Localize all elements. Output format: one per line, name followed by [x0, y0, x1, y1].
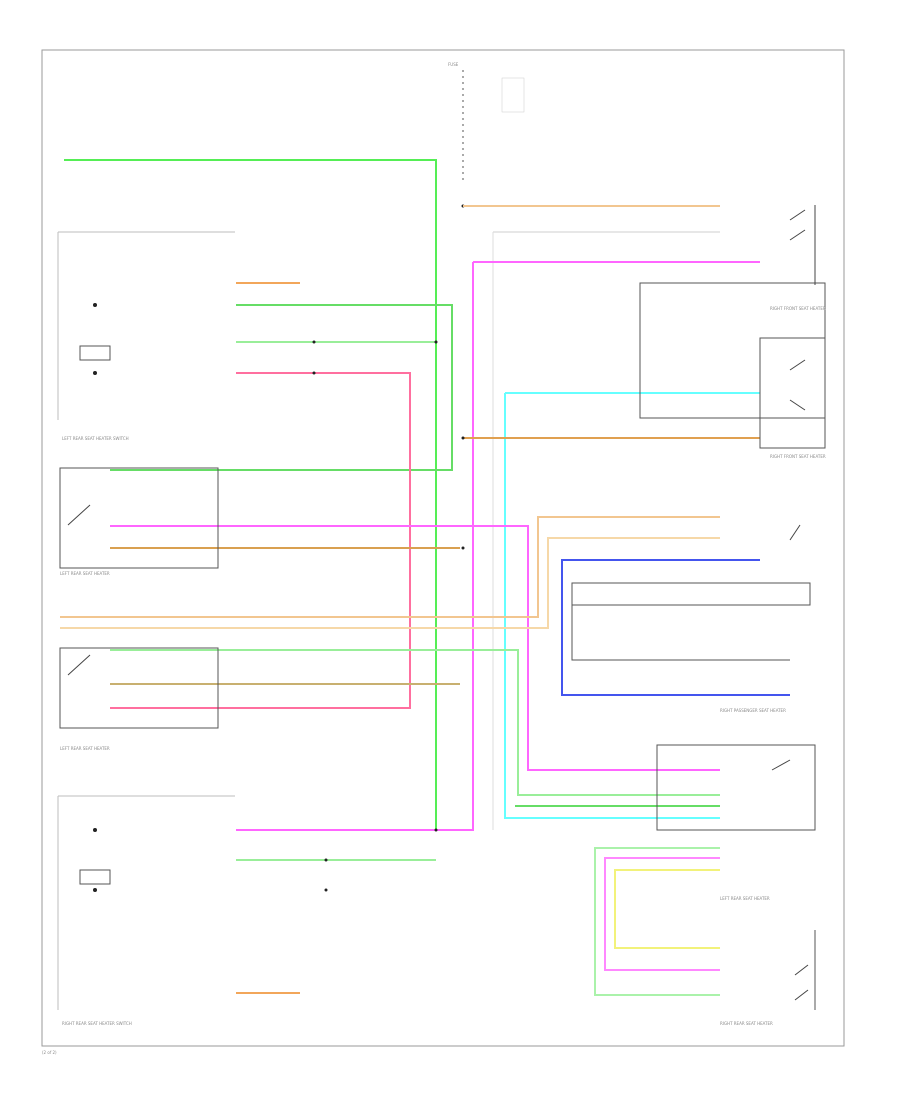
fuse-block: FUSE: [448, 62, 525, 208]
left-rear-seat-heater-bottom-label: LEFT REAR SEAT HEATER: [720, 896, 770, 901]
right-passenger-seat-heater-box: RIGHT PASSENGER SEAT HEATER: [571, 524, 811, 713]
left-rear-seat-heater-2-box: LEFT REAR SEAT HEATER: [59, 647, 219, 751]
wire-lightgreen-lower: [110, 649, 720, 796]
left-rear-seat-heater-1-label: LEFT REAR SEAT HEATER: [60, 571, 110, 576]
right-rear-seat-heater-switch-label: RIGHT REAR SEAT HEATER SWITCH: [62, 1021, 132, 1026]
right-rear-seat-heater-bottom-label: RIGHT REAR SEAT HEATER: [720, 1021, 773, 1026]
fuse-label: FUSE: [448, 62, 459, 67]
wire-lightgreen-right-lower: [594, 847, 720, 996]
splice-points: [312, 340, 465, 892]
figure-id: (2 of 2): [42, 1050, 57, 1055]
left-rear-seat-heater-bottom-box: LEFT REAR SEAT HEATER: [656, 744, 816, 901]
left-rear-seat-heater-2-label: LEFT REAR SEAT HEATER: [60, 746, 110, 751]
right-rear-seat-heater-bottom-box: RIGHT REAR SEAT HEATER: [720, 930, 816, 1026]
wire-magenta-mid: [110, 525, 720, 771]
wire-blue: [561, 559, 790, 696]
wire-tan-long: [60, 516, 720, 618]
wire-green-left-upper: [110, 304, 453, 471]
right-front-seat-heater-box: RIGHT FRONT SEAT HEATER RIGHT FRONT SEAT…: [639, 282, 826, 459]
left-rear-seat-heater-switch-box: LEFT REAR SEAT HEATER SWITCH: [57, 231, 235, 441]
wire-cyan-down: [504, 393, 720, 819]
right-rear-seat-heater-switch-box: RIGHT REAR SEAT HEATER SWITCH: [57, 795, 235, 1026]
left-rear-seat-heater-1-box: LEFT REAR SEAT HEATER: [59, 467, 219, 576]
right-front-seat-heater-1-label: RIGHT FRONT SEAT HEATER: [770, 306, 826, 311]
wire-yellow: [614, 869, 720, 949]
switch-contacts: [789, 205, 816, 285]
diagram-frame: [41, 49, 845, 1047]
wire-magenta-down: [236, 262, 474, 831]
wires: [60, 159, 790, 996]
right-front-seat-heater-2-label: RIGHT FRONT SEAT HEATER: [770, 454, 826, 459]
wire-magenta-right-lower: [604, 857, 720, 971]
left-rear-seat-heater-switch-label: LEFT REAR SEAT HEATER SWITCH: [62, 436, 129, 441]
wire-green-main: [64, 159, 437, 830]
right-passenger-seat-heater-label: RIGHT PASSENGER SEAT HEATER: [720, 708, 786, 713]
wire-tan-long-2: [60, 537, 720, 629]
wire-red-left: [110, 372, 411, 709]
